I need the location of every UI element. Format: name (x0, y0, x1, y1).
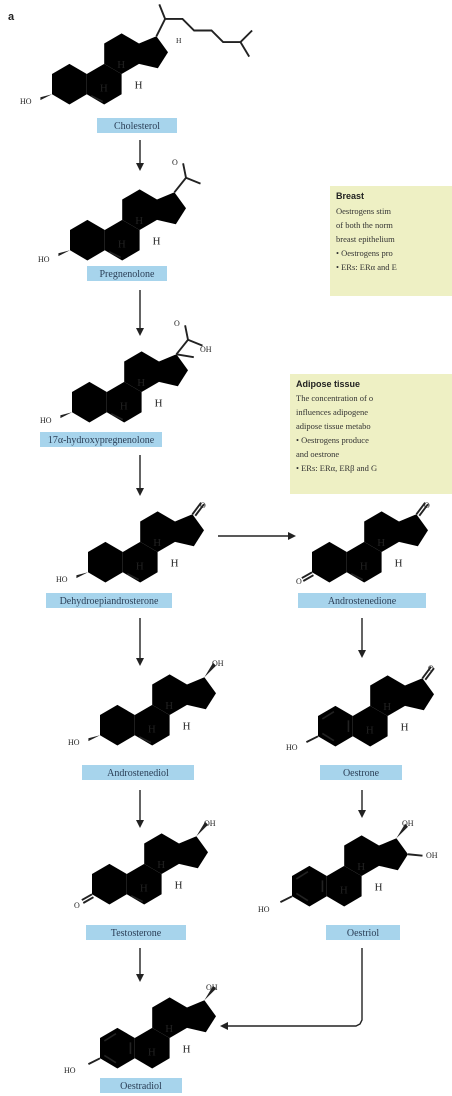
breast-line-4: • Oestrogens pro (336, 248, 393, 258)
adipose-line-1: The concentration of o (296, 393, 373, 403)
androstenediol-label-box (82, 765, 194, 780)
testosterone-oh-label: OH (204, 819, 216, 828)
hydroxypregnenolone-o-label: O (174, 319, 180, 328)
breast-line-3: breast epithelium (336, 234, 395, 244)
androstenedione-label-box (298, 593, 426, 608)
dhea-ho-label: HO (56, 575, 68, 584)
cholesterol-structure (40, 4, 253, 105)
androstenedione-structure (301, 499, 429, 583)
hydroxypregnenolone-oh-label: OH (200, 345, 212, 354)
testosterone-label: Testosterone (111, 928, 162, 939)
arrowhead-5 (136, 658, 144, 666)
pregnenolone-o-label: O (172, 158, 178, 167)
breast-line-5: • ERs: ERα and E (336, 262, 397, 272)
oestriol-label-box (326, 925, 400, 940)
adipose-line-5: and oestrone (296, 449, 339, 459)
cholesterol-label: Cholesterol (114, 121, 160, 132)
oestradiol-oh-label: OH (206, 983, 218, 992)
hydroxypregnenolone-ho-label: HO (40, 416, 52, 425)
arrowhead-6 (358, 650, 366, 658)
oestradiol-ho-label: HO (64, 1066, 76, 1075)
cholesterol-ho-label: HO (20, 97, 32, 106)
oestriol-oh-top-label: OH (402, 819, 414, 828)
pregnenolone-ho-label: HO (38, 255, 50, 264)
dhea-label-box (46, 593, 172, 608)
adipose-line-4: • Oestrogens produce (296, 435, 369, 445)
adipose-line-2: influences adipogene (296, 407, 368, 417)
testosterone-label-box (86, 925, 186, 940)
oestradiol-label: Oestradiol (120, 1081, 162, 1092)
adipose-line-3: adipose tissue metabo (296, 421, 371, 431)
arrowhead-4 (288, 532, 296, 540)
androstenediol-label: Androstenediol (107, 768, 169, 779)
testosterone-o-label: O (74, 901, 80, 910)
breast-tissue-box: Breast Oestrogens stim of both the norm … (330, 186, 452, 296)
adipose-title: Adipose tissue (296, 379, 360, 389)
hydroxypregnenolone-label-box (40, 432, 162, 447)
androstenedione-o-right-label: O (424, 501, 430, 510)
oestrone-o-label: O (428, 664, 434, 673)
panel-label: a (8, 11, 15, 23)
arrowhead-7 (136, 820, 144, 828)
oestradiol-label-box (100, 1078, 182, 1093)
dhea-label: Dehydroepiandrosterone (60, 596, 159, 607)
pregnenolone-structure (58, 163, 201, 261)
pregnenolone-label: Pregnenolone (100, 269, 156, 280)
arrowhead-9 (136, 974, 144, 982)
androstenediol-oh-label: OH (212, 659, 224, 668)
oestriol-label: Oestriol (347, 928, 379, 939)
arrowhead-8 (358, 810, 366, 818)
androstenedione-o-left-label: O (296, 577, 302, 586)
breast-line-2: of both the norm (336, 220, 393, 230)
breast-line-1: Oestrogens stim (336, 206, 391, 216)
hydroxypregnenolone-label: 17α-hydroxypregnenolone (48, 435, 155, 446)
dhea-o-label: O (200, 501, 206, 510)
testosterone-structure (81, 821, 208, 905)
oestradiol-structure (87, 985, 216, 1069)
oestrone-label: Oestrone (343, 768, 380, 779)
oestrone-ho-label: HO (286, 743, 298, 752)
adipose-line-6: • ERs: ERα, ERβ and G (296, 463, 377, 473)
arrowhead-10 (220, 1022, 228, 1030)
breast-title: Breast (336, 191, 364, 201)
arrow-oestriol-to-oestradiol (226, 948, 363, 1027)
oestrone-structure (305, 663, 435, 747)
arrowhead-2 (136, 328, 144, 336)
oestriol-ho-label: HO (258, 905, 270, 914)
arrowhead-1 (136, 163, 144, 171)
androstenediol-structure (88, 662, 216, 746)
oestriol-structure (279, 823, 423, 907)
adipose-tissue-box: Adipose tissue The concentration of o in… (290, 374, 452, 494)
cholesterol-h-label: H (176, 36, 182, 45)
cholesterol-label-box (97, 118, 177, 133)
oestrone-label-box (320, 765, 402, 780)
dhea-structure (76, 499, 205, 583)
oestriol-oh-right-label: OH (426, 851, 438, 860)
arrowhead-3 (136, 488, 144, 496)
androstenediol-ho-label: HO (68, 738, 80, 747)
hydroxypregnenolone-structure (60, 325, 203, 423)
androstenedione-label: Androstenedione (328, 596, 397, 607)
pregnenolone-label-box (87, 266, 167, 281)
